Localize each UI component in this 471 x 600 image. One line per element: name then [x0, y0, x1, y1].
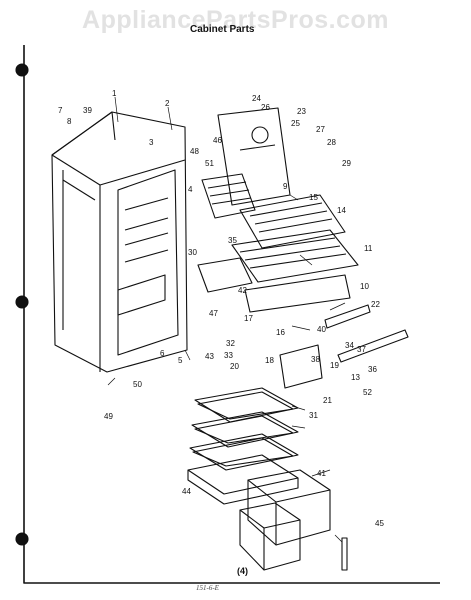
binder-hole-top [15, 63, 29, 77]
callout-13: 13 [351, 373, 360, 382]
callout-2: 2 [165, 99, 170, 108]
callout-7: 7 [58, 106, 63, 115]
callout-5: 5 [178, 356, 183, 365]
callout-38: 38 [311, 355, 320, 364]
callout-3: 3 [149, 138, 154, 147]
callout-44: 44 [182, 487, 191, 496]
callout-25: 25 [291, 119, 300, 128]
binder-hole-bottom [15, 532, 29, 546]
meat-tray-rails [279, 304, 409, 389]
page-number: (4) [237, 566, 248, 576]
callout-15: 15 [309, 193, 318, 202]
callout-50: 50 [133, 380, 142, 389]
callout-34: 34 [345, 341, 354, 350]
callout-18: 18 [265, 356, 274, 365]
callout-27: 27 [316, 125, 325, 134]
page-frame [23, 45, 440, 584]
callout-26: 26 [261, 103, 270, 112]
callout-16: 16 [276, 328, 285, 337]
callout-11: 11 [364, 244, 373, 253]
callout-36: 36 [368, 365, 377, 374]
watermark: AppliancePartsPros.com [82, 6, 389, 34]
page-title: Cabinet Parts [190, 24, 255, 35]
freezer-shelf-assembly [197, 194, 359, 313]
callout-31: 31 [309, 411, 318, 420]
callout-42: 42 [238, 286, 247, 295]
cabinet-body [51, 111, 188, 373]
callout-33: 33 [224, 351, 233, 360]
footer-note: 151-6-E [196, 584, 219, 592]
callout-4: 4 [188, 185, 193, 194]
callout-20: 20 [230, 362, 239, 371]
callout-43: 43 [205, 352, 214, 361]
callout-9: 9 [283, 182, 288, 191]
callout-40: 40 [317, 325, 326, 334]
callout-14: 14 [337, 206, 346, 215]
callout-35: 35 [228, 236, 237, 245]
callout-23: 23 [297, 107, 306, 116]
callout-6: 6 [160, 349, 165, 358]
hinge-pin [341, 537, 348, 571]
callout-29: 29 [342, 159, 351, 168]
callout-41: 41 [317, 469, 326, 478]
callout-52: 52 [363, 388, 372, 397]
callout-10: 10 [360, 282, 369, 291]
callout-45: 45 [375, 519, 384, 528]
callout-1: 1 [112, 89, 117, 98]
callout-37: 37 [357, 345, 366, 354]
glass-shelves [187, 387, 299, 505]
callout-51: 51 [205, 159, 214, 168]
crisper-drawers [239, 469, 331, 571]
callout-28: 28 [327, 138, 336, 147]
callout-48: 48 [190, 147, 199, 156]
callout-8: 8 [67, 117, 72, 126]
callout-30: 30 [188, 248, 197, 257]
binder-hole-middle [15, 295, 29, 309]
callout-32: 32 [226, 339, 235, 348]
back-panel [217, 107, 291, 206]
callout-39: 39 [83, 106, 92, 115]
callout-17: 17 [244, 314, 253, 323]
callout-49: 49 [104, 412, 113, 421]
callout-46: 46 [213, 136, 222, 145]
callout-47: 47 [209, 309, 218, 318]
callout-22: 22 [371, 300, 380, 309]
upper-wire-shelf [201, 173, 256, 219]
callout-24: 24 [252, 94, 261, 103]
callout-21: 21 [323, 396, 332, 405]
callout-19: 19 [330, 361, 339, 370]
